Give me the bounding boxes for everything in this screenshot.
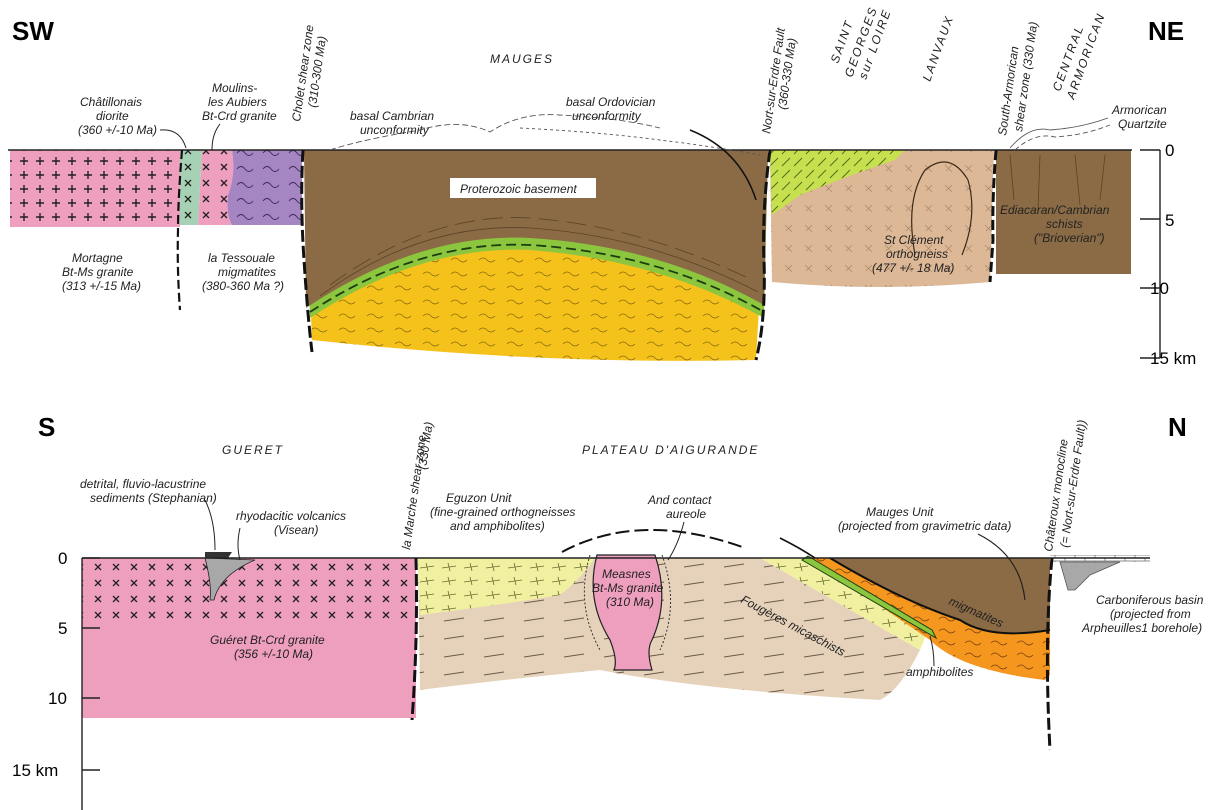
detrital-label-1: detrital, fluvio-lacustrine (80, 477, 206, 491)
region-mauges: MAUGES (490, 52, 554, 66)
gueret-granite-label-1: Guéret Bt-Crd granite (210, 633, 325, 647)
cambrian-label-2: unconformity (360, 123, 430, 137)
region-lanvaux: LANVAUX (920, 13, 957, 83)
top-corner-ne: NE (1148, 16, 1184, 46)
bottom-depth-tick-0: 0 (58, 549, 67, 568)
top-depth-tick-0: 0 (1165, 141, 1174, 160)
contact-label-1: And contact (647, 493, 712, 507)
stclement-label-1: St Clément (884, 233, 944, 247)
detrital-arrow (205, 500, 215, 550)
tessouale-label-3: (380-360 Ma ?) (202, 279, 284, 293)
carbon-label-3: Arpheuilles1 borehole) (1081, 621, 1202, 635)
moulins-label-3: Bt-Crd granite (202, 109, 277, 123)
armorican-label-1: Armorican (1111, 103, 1167, 117)
mortagne-granite-pattern (10, 150, 180, 227)
ediacaran-label-2: schists (1046, 217, 1083, 231)
chatillonais-label-3: (360 +/-10 Ma) (78, 123, 157, 137)
chatillonais-label-2: diorite (96, 109, 129, 123)
top-depth-tick-10: 10 (1150, 279, 1169, 298)
bottom-depth-tick-15: 15 km (12, 761, 58, 780)
proterozoic-label: Proterozoic basement (460, 182, 577, 196)
contact-label-2: aureole (666, 507, 706, 521)
eguzon-label-1: Eguzon Unit (446, 491, 512, 505)
measnes-label-3: (310 Ma) (606, 595, 654, 609)
top-depth-axis (1140, 150, 1160, 358)
mauges-unit-label-2: (projected from gravimetric data) (838, 519, 1011, 533)
detrital-label-2: sediments (Stephanian) (90, 491, 217, 505)
ediacaran-label-1: Ediacaran/Cambrian (1000, 203, 1110, 217)
armorican-label-2: Quartzite (1118, 117, 1167, 131)
carbon-label-1: Carboniferous basin (1096, 593, 1204, 607)
ordovician-label-2: unconformity (572, 109, 642, 123)
bottom-section: 0 5 10 15 km S N GUERET PLATEAU D'AIGURA… (12, 412, 1204, 810)
moulins-granite-pattern (198, 150, 233, 225)
cambrian-label-1: basal Cambrian (350, 109, 434, 123)
eroded-dome-outline (562, 530, 745, 552)
carbon-label-2: (projected from (1110, 607, 1191, 621)
rhyo-label-2: (Visean) (274, 523, 318, 537)
mortagne-label-1: Mortagne (72, 251, 123, 265)
mortagne-label-2: Bt-Ms granite (62, 265, 134, 279)
measnes-label-1: Measnes (602, 567, 651, 581)
region-gueret: GUERET (222, 443, 284, 457)
gueret-granite-pattern (82, 558, 416, 620)
mauges-unit-label-1: Mauges Unit (866, 505, 934, 519)
mortagne-label-3: (313 +/-15 Ma) (62, 279, 141, 293)
bottom-corner-n: N (1168, 412, 1187, 442)
top-corner-sw: SW (12, 16, 54, 46)
marche-label-2: (330 Ma) (415, 421, 436, 471)
eguzon-label-3: and amphibolites) (450, 519, 545, 533)
moulins-label-2: les Aubiers (208, 95, 267, 109)
thrust-fault-mauges (780, 538, 815, 558)
bottom-depth-tick-5: 5 (58, 619, 67, 638)
gueret-granite-label-2: (356 +/-10 Ma) (234, 647, 313, 661)
top-depth-tick-15: 15 km (1150, 349, 1196, 368)
stclement-label-3: (477 +/- 18 Ma) (872, 261, 954, 275)
moulins-arrow (212, 124, 220, 150)
amphibolites-label: amphibolites (906, 665, 973, 679)
bottom-depth-tick-10: 10 (48, 689, 67, 708)
region-plateau: PLATEAU D'AIGURANDE (582, 443, 759, 457)
bottom-corner-s: S (38, 412, 55, 442)
rhyo-arrow (238, 528, 240, 560)
chatillonais-label-1: Châtillonais (80, 95, 142, 109)
stclement-label-2: orthogneiss (886, 247, 948, 261)
rhyo-label-1: rhyodacitic volcanics (236, 509, 346, 523)
top-section: 0 5 10 15 km SW NE MAUGES SAINT GEORGES … (8, 4, 1196, 368)
carboniferous-basin (1060, 562, 1120, 590)
chatillonais-arrow (160, 130, 186, 148)
measnes-label-2: Bt-Ms granite (592, 581, 664, 595)
top-depth-tick-5: 5 (1165, 211, 1174, 230)
eguzon-label-2: (fine-grained orthogneisses (430, 505, 575, 519)
tessouale-migmatites-pattern (228, 150, 303, 225)
contact-arrow (668, 522, 684, 560)
tessouale-label-2: migmatites (218, 265, 276, 279)
moulins-label-1: Moulins- (212, 81, 257, 95)
ediacaran-label-3: ("Brioverian") (1034, 231, 1105, 245)
tessouale-label-1: la Tessouale (208, 251, 275, 265)
detrital-sediments (205, 552, 232, 558)
ordovician-label-1: basal Ordovician (566, 95, 656, 109)
